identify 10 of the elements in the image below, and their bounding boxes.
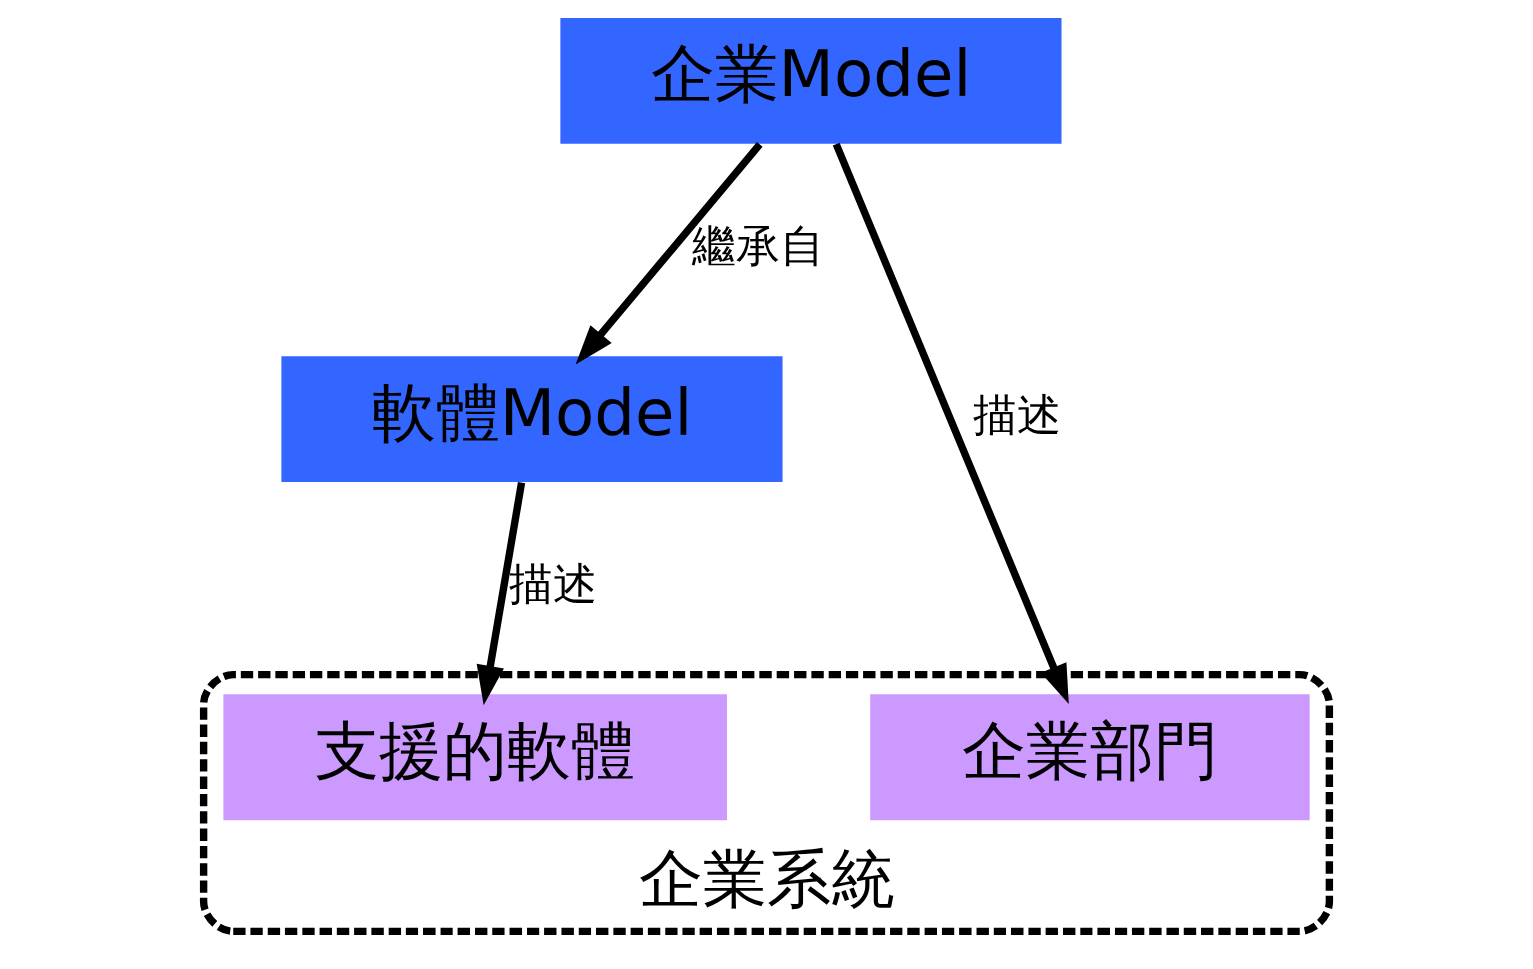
node-box: 企業部門 bbox=[870, 694, 1310, 821]
arrow bbox=[575, 142, 763, 365]
node-box: 企業Model bbox=[560, 17, 1062, 144]
arrow bbox=[832, 142, 1069, 705]
node-box: 軟體Model bbox=[281, 356, 783, 483]
edge-label: 繼承自 bbox=[691, 219, 824, 271]
edge-label: 描述 bbox=[973, 388, 1062, 440]
edge-label: 描述 bbox=[508, 558, 597, 610]
arrow bbox=[476, 482, 526, 706]
node-box: 支援的軟體 bbox=[223, 694, 727, 821]
